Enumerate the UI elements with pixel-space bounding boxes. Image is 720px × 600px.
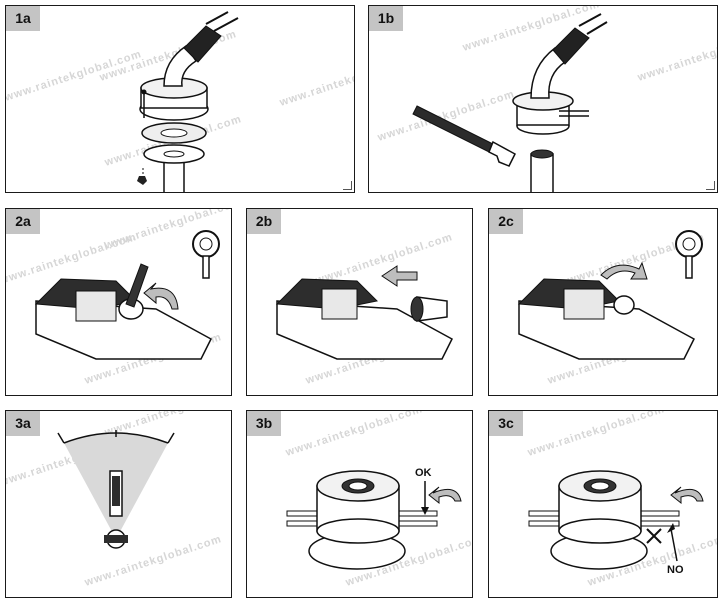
panel-label: 1b [369, 6, 403, 31]
panel-1a: 1a www.raintekglobal.com www.raintekglob… [5, 5, 355, 193]
panel-label: 3b [247, 411, 281, 436]
illustration-nozzle-install: www.raintekglobal.com www.raintekglobal.… [517, 230, 706, 387]
watermark-text: www.raintekglobal.com [6, 231, 138, 287]
panel-2b: 2b www.raintekglobal.com www.raintekglob… [246, 208, 473, 396]
illustration-nozzle-wrench: www.raintekglobal.com www.raintekglobal.… [6, 209, 231, 387]
watermark-text: www.raintekglobal.com [635, 28, 718, 84]
panel-1b: 1b www.raintekglobal.com www.raintekglob… [368, 5, 718, 193]
panel-label: 3a [6, 411, 40, 436]
panel-label: 2a [6, 209, 40, 234]
panel-label: 1a [6, 6, 40, 31]
watermark-text: www.raintekglobal.com [82, 533, 223, 589]
panel-2c: 2c www.raintekglobal.com www.raintekglob… [488, 208, 718, 396]
panel-label: 3c [489, 411, 523, 436]
illustration-threaded-mount: www.raintekglobal.com www.raintekglobal.… [375, 6, 718, 192]
panel-3b: 3b www.raintekglobal.com www.raintekglob… [246, 410, 473, 598]
watermark-text: www.raintekglobal.com [375, 88, 516, 144]
panel-label: 2b [247, 209, 281, 234]
illustration-flange-mount: www.raintekglobal.com www.raintekglobal.… [6, 11, 355, 192]
watermark-text: www.raintekglobal.com [313, 231, 454, 287]
panel-2a: 2a www.raintekglobal.com www.raintekglob… [5, 208, 232, 396]
illustration-arc-adjust-no: www.raintekglobal.com www.raintekglobal.… [525, 411, 717, 589]
panel-3c: 3c www.raintekglobal.com www.raintekglob… [488, 410, 718, 598]
watermark-text: www.raintekglobal.com [525, 411, 666, 459]
panel-label: 2c [489, 209, 523, 234]
illustration-nozzle-remove: www.raintekglobal.com www.raintekglobal.… [275, 231, 454, 387]
illustration-arc-adjust-ok: www.raintekglobal.com www.raintekglobal.… [283, 411, 472, 589]
callout-label: NO [667, 564, 684, 576]
illustration-arc-coverage: www.raintekglobal.com www.raintekglobal.… [6, 411, 231, 589]
panel-3a: 3a www.raintekglobal.com www.raintekglob… [5, 410, 232, 598]
watermark-text: www.raintekglobal.com [283, 411, 424, 459]
watermark-text: www.raintekglobal.com [277, 53, 355, 109]
callout-label: OK [415, 467, 432, 479]
